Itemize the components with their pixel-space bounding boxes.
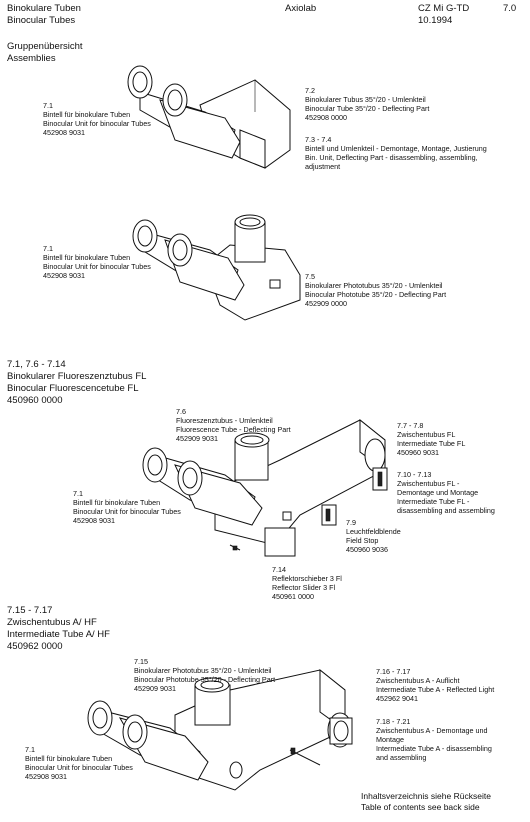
doc-code: CZ Mi G-TD	[418, 3, 470, 14]
binocular-phototube-drawing	[132, 214, 301, 321]
fig3-bottom-label: 7.14 Reflektorschieber 3 Fl Reflector Sl…	[272, 565, 342, 601]
fig3-right-label-2: 7.10 - 7.13 Zwischentubus FL - Demontage…	[397, 470, 495, 515]
fig2-right-label: 7.5 Binokularer Phototubus 35°/20 - Umle…	[305, 272, 447, 308]
assemblies-heading-de: Gruppenübersicht	[7, 41, 83, 52]
fig4-left-label: 7.1 Bintell für binokulare Tuben Binocul…	[25, 745, 133, 781]
fluorescence-tube-drawing	[142, 418, 388, 557]
section3-heading: 7.15 - 7.17 Zwischentubus A/ HF Intermed…	[7, 605, 110, 652]
fig4-right-label-2: 7.18 - 7.21 Zwischentubus A - Demontage …	[376, 717, 492, 762]
fig1-right-label-1: 7.2 Binokularer Tubus 35°/20 - Umlenktei…	[305, 86, 430, 122]
binocular-tube-drawing	[127, 65, 291, 169]
fig3-right-label-1: 7.7 - 7.8 Zwischentubus FL Intermediate …	[397, 421, 466, 457]
footer-note: Inhaltsverzeichnis siehe Rückseite Table…	[361, 791, 491, 813]
header-title-en: Binocular Tubes	[7, 15, 76, 26]
fig2-left-label: 7.1 Bintell für binokulare Tuben Binocul…	[43, 244, 151, 280]
fig3-top-label: 7.6 Fluoreszenztubus - Umlenkteil Fluore…	[176, 407, 291, 443]
header-center-label: Axiolab	[285, 3, 317, 14]
fig1-right-label-2: 7.3 - 7.4 Bintell und Umlenkteil - Demon…	[305, 135, 487, 171]
assemblies-heading-en: Assemblies	[7, 53, 56, 64]
fig3-left-label: 7.1 Bintell für binokulare Tuben Binocul…	[73, 489, 181, 525]
fig1-left-label: 7.1 Bintell für binokulare Tuben Binocul…	[43, 101, 151, 137]
section2-heading: 7.1, 7.6 - 7.14 Binokularer Fluoreszenzt…	[7, 359, 147, 406]
fig4-top-label: 7.15 Binokularer Phototubus 35°/20 - Uml…	[134, 657, 276, 693]
fig3-right-label-3: 7.9 Leuchtfeldblende Field Stop 450960 9…	[346, 518, 401, 554]
doc-version: 7.0	[503, 3, 517, 14]
fig4-right-label-1: 7.16 - 7.17 Zwischentubus A - Auflicht I…	[376, 667, 495, 703]
doc-date: 10.1994	[418, 15, 453, 26]
header-title-de: Binokulare Tuben	[7, 3, 81, 14]
intermediate-tube-a-drawing	[87, 668, 353, 791]
